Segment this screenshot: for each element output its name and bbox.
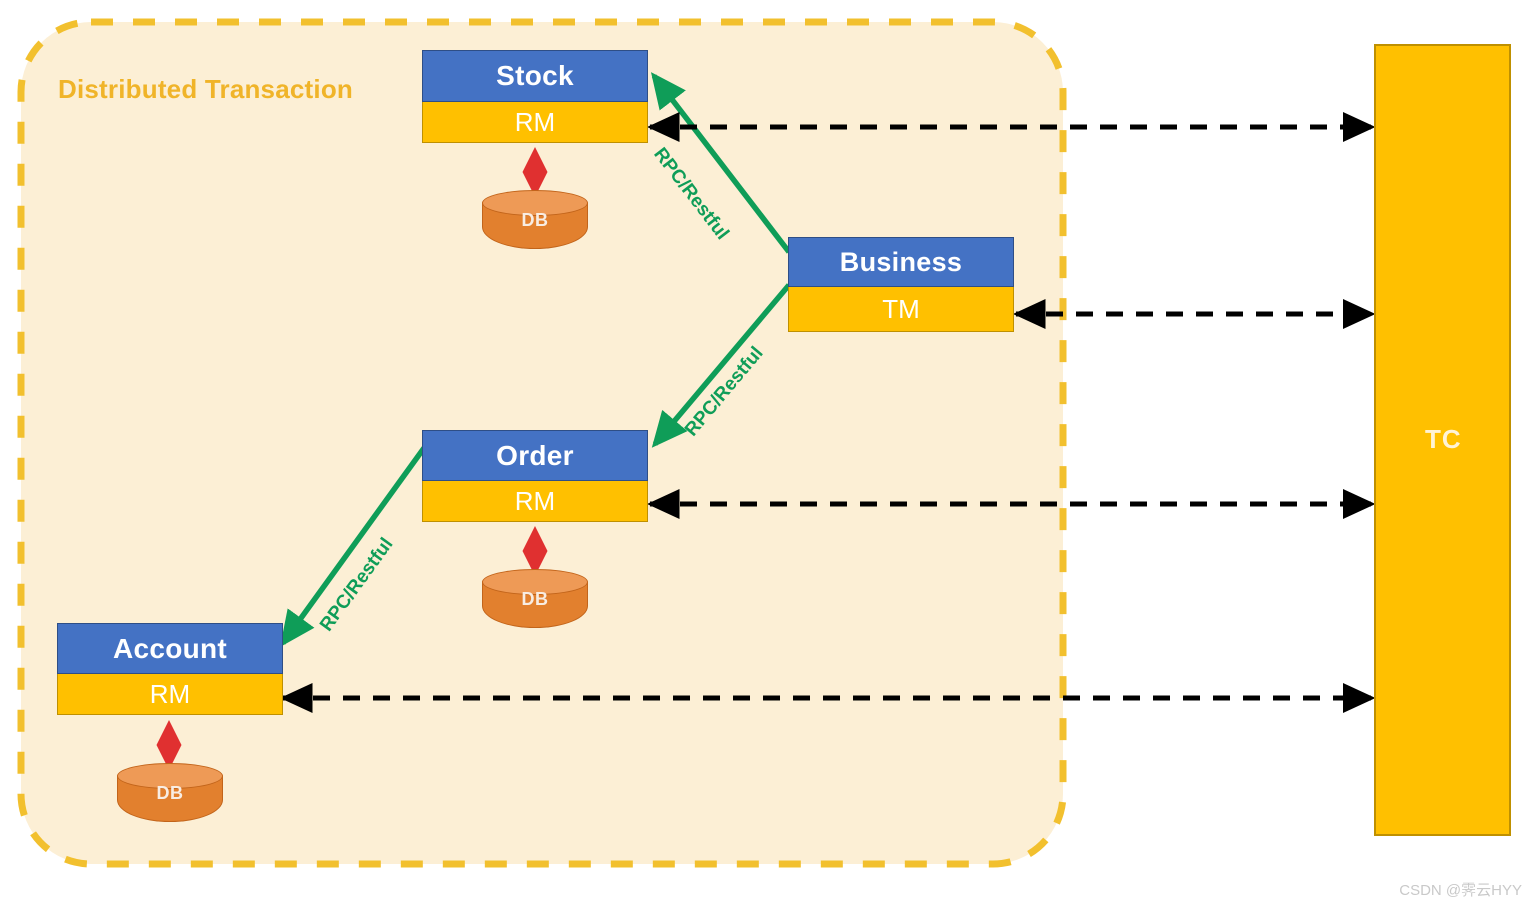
watermark: CSDN @霁云HYY bbox=[1399, 882, 1522, 899]
service-stock-name: Stock bbox=[422, 50, 648, 102]
service-business-role: TM bbox=[788, 287, 1014, 332]
service-account[interactable]: Account RM bbox=[57, 623, 283, 715]
db-cylinder-top bbox=[482, 190, 588, 216]
rpc-arrow-order-to-account bbox=[280, 446, 427, 648]
database-account[interactable]: DB bbox=[117, 763, 223, 829]
service-order-role: RM bbox=[422, 481, 648, 522]
region-title: Distributed Transaction bbox=[58, 74, 353, 104]
service-account-role: RM bbox=[57, 674, 283, 715]
db-label: DB bbox=[521, 210, 549, 230]
service-stock-role: RM bbox=[422, 102, 648, 143]
rpc-arrow-business-to-stock bbox=[650, 72, 792, 254]
db-cylinder-top bbox=[482, 569, 588, 595]
service-order-name: Order bbox=[422, 430, 648, 481]
service-order[interactable]: Order RM bbox=[422, 430, 648, 522]
database-order[interactable]: DB bbox=[482, 569, 588, 635]
database-stock[interactable]: DB bbox=[482, 190, 588, 256]
service-account-name: Account bbox=[57, 623, 283, 674]
service-stock[interactable]: Stock RM bbox=[422, 50, 648, 143]
db-cylinder-top bbox=[117, 763, 223, 789]
tc-coordinator-bar[interactable] bbox=[1374, 44, 1511, 836]
db-label: DB bbox=[156, 783, 184, 803]
tc-label: TC bbox=[1425, 424, 1462, 454]
service-business[interactable]: Business TM bbox=[788, 237, 1014, 332]
rpc-arrow-business-to-order bbox=[651, 283, 792, 448]
db-label: DB bbox=[521, 589, 549, 609]
service-business-name: Business bbox=[788, 237, 1014, 287]
